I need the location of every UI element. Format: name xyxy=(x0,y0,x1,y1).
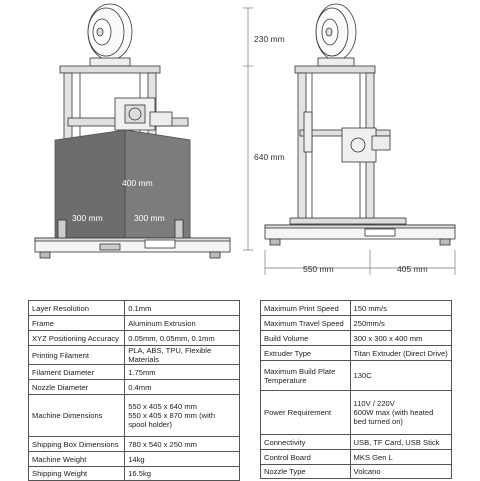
spec-value-line: 14kg xyxy=(128,454,145,464)
spec-value-line: 0.4mm xyxy=(128,382,152,392)
spec-value: PLA, ABS, TPU, Flexible Materials xyxy=(124,345,240,365)
spec-value: 0.1mm xyxy=(124,300,240,316)
spec-label: Maximum Travel Speed xyxy=(260,315,351,331)
spec-label: XYZ Positioning Accuracy xyxy=(27,330,126,346)
depth-label: 550 mm xyxy=(303,264,334,274)
spec-label: Layer Resolution xyxy=(27,300,126,316)
printer-drawing xyxy=(34,3,456,275)
width-dimension-line xyxy=(264,250,456,275)
spec-value-line: 600W max (with heated xyxy=(353,408,434,417)
spec-label: Machine Dimensions xyxy=(27,394,126,437)
spec-value: 250mm/s xyxy=(349,315,453,331)
spec-value-line: 300 x 300 x 400 mm xyxy=(353,333,423,343)
build-x-label: 300 mm xyxy=(72,213,103,223)
printer-diagram: 230 mm 640 mm 400 mm 300 mm 300 mm 550 m… xyxy=(34,3,456,275)
spec-value: Aluminum Extrusion xyxy=(124,315,240,331)
height-dimension-line xyxy=(243,7,253,251)
side-view xyxy=(264,3,456,246)
frame-height-label: 640 mm xyxy=(254,152,285,162)
spec-value: 150 mm/s xyxy=(349,300,453,316)
spec-value-line: 16.5kg xyxy=(128,469,151,478)
spec-value: 0.05mm, 0.05mm, 0.1mm xyxy=(124,330,240,346)
spec-value: Titan Extruder (Direct Drive) xyxy=(349,345,453,361)
width-label: 405 mm xyxy=(397,264,428,274)
spec-value: Volcano xyxy=(349,464,453,479)
spec-value-line: Aluminum Extrusion xyxy=(128,318,196,328)
spec-label: Maximum Build Plate Temperature xyxy=(260,360,351,391)
spec-value-line: MKS Gen L xyxy=(353,452,393,462)
spec-label: Frame xyxy=(27,315,126,331)
spec-value-line: USB, TF Card, USB Stick xyxy=(353,437,440,447)
spec-label: Build Volume xyxy=(260,330,351,346)
spec-label: Machine Weight xyxy=(27,451,126,467)
spec-value-line: 550 x 405 x 870 mm (with xyxy=(128,411,216,420)
front-view xyxy=(34,3,231,259)
spec-value-line: 150 mm/s xyxy=(353,303,387,313)
build-height-label: 400 mm xyxy=(122,178,153,188)
spec-label: Control Board xyxy=(260,449,351,465)
spec-value: 780 x 540 x 250 mm xyxy=(124,436,240,452)
spec-label: Power Requirement xyxy=(260,390,351,435)
spec-value-line: 1.75mm xyxy=(128,367,156,377)
spec-value-line: Volcano xyxy=(353,467,381,476)
spec-label: Maximum Print Speed xyxy=(260,300,351,316)
spec-value-line: bed turned on) xyxy=(353,417,403,426)
spec-value-line: 550 x 405 x 640 mm xyxy=(128,402,197,411)
spec-value: 0.4mm xyxy=(124,379,240,395)
spec-value: 1.75mm xyxy=(124,364,240,380)
spec-label: Shipping Weight xyxy=(27,466,126,481)
spec-value-line: PLA, ABS, TPU, Flexible Materials xyxy=(128,346,212,364)
spec-label: Extruder Type xyxy=(260,345,351,361)
spec-label: Filament Diameter xyxy=(27,364,126,380)
spec-label: Nozzle Type xyxy=(260,464,351,479)
spec-value-line: Titan Extruder (Direct Drive) xyxy=(353,348,448,358)
spec-value: MKS Gen L xyxy=(349,449,453,465)
spec-value: 16.5kg xyxy=(124,466,240,481)
spec-value-line: 0.1mm xyxy=(128,303,152,313)
spec-value: 130C xyxy=(349,360,453,391)
spec-value-line: 780 x 540 x 250 mm xyxy=(128,439,197,449)
spec-value: 14kg xyxy=(124,451,240,467)
spec-value-line: 0.05mm, 0.05mm, 0.1mm xyxy=(128,333,215,343)
spec-value: USB, TF Card, USB Stick xyxy=(349,434,453,450)
spec-label: Printing Filament xyxy=(27,345,126,365)
spec-value-line: 130C xyxy=(353,371,372,380)
spec-label: Nozzle Diameter xyxy=(27,379,126,395)
spec-value-line: 110V / 220V xyxy=(353,399,395,408)
spool-height-label: 230 mm xyxy=(254,34,285,44)
spec-value-line: spool holder) xyxy=(128,420,173,429)
spec-value-line: 250mm/s xyxy=(353,318,385,328)
spec-label: Connectivity xyxy=(260,434,351,450)
spec-value: 300 x 300 x 400 mm xyxy=(349,330,453,346)
build-y-label: 300 mm xyxy=(134,213,165,223)
spec-label: Shipping Box Dimensions xyxy=(27,436,126,452)
